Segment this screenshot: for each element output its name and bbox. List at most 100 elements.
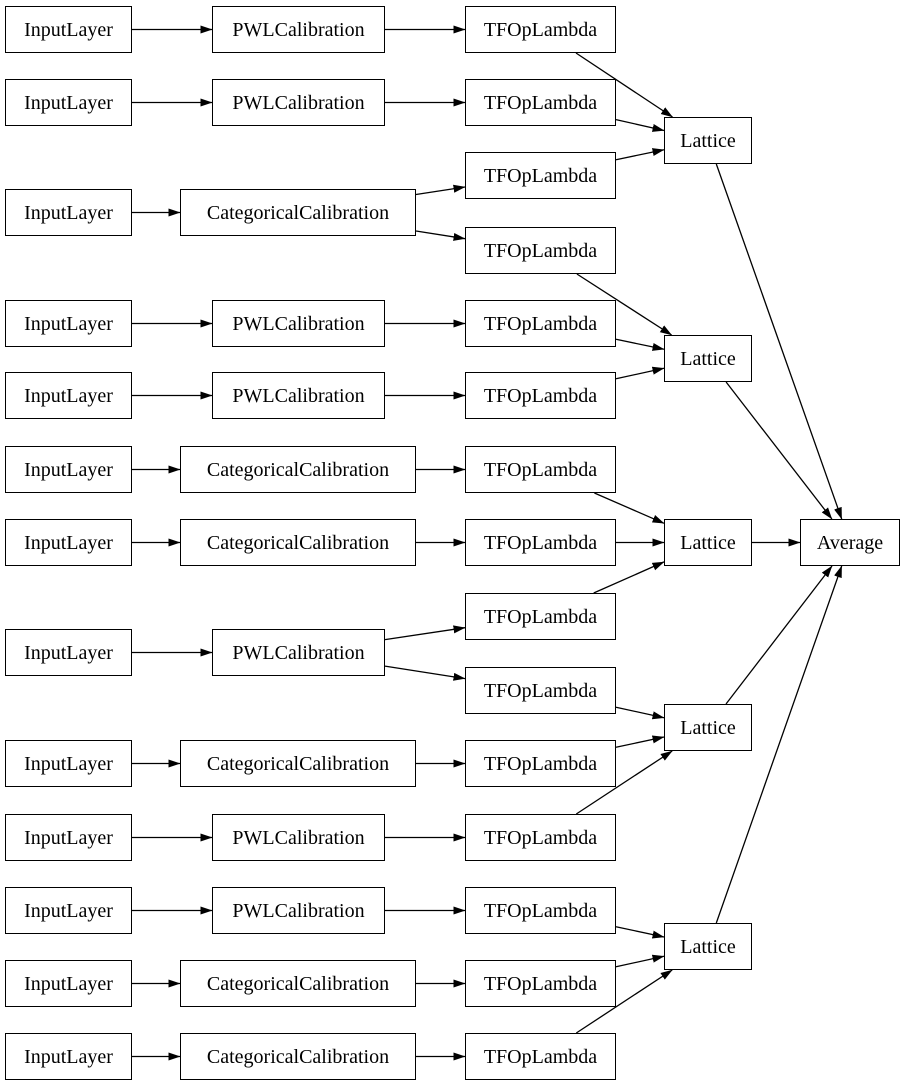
diagram-node-lat5: Lattice [664, 923, 752, 970]
diagram-node-tf9: TFOpLambda [465, 593, 616, 640]
edge-cc1-to-tf3 [415, 184, 466, 196]
node-label: TFOpLambda [483, 972, 598, 995]
edge-tf6-to-lat2 [615, 366, 665, 380]
node-label: InputLayer [24, 641, 113, 664]
node-label: PWLCalibration [232, 91, 365, 114]
node-label: InputLayer [24, 18, 113, 41]
edge-pwl5-to-tf9 [384, 625, 466, 641]
node-label: InputLayer [24, 752, 113, 775]
diagram-node-pwl2: PWLCalibration [212, 79, 385, 126]
node-label: CategoricalCalibration [206, 531, 390, 554]
diagram-node-tf1: TFOpLambda [465, 6, 616, 53]
edge-tf11-to-lat4 [615, 735, 665, 748]
diagram-node-il10: InputLayer [5, 814, 132, 861]
diagram-node-tf10: TFOpLambda [465, 667, 616, 714]
diagram-node-lat1: Lattice [664, 117, 752, 164]
node-label: InputLayer [24, 972, 113, 995]
node-label: TFOpLambda [483, 91, 598, 114]
edge-tf13-to-lat5 [615, 926, 665, 939]
diagram-node-il9: InputLayer [5, 740, 132, 787]
edge-pwl5-to-tf10 [384, 665, 466, 681]
diagram-node-tf4: TFOpLambda [465, 227, 616, 274]
node-label: TFOpLambda [483, 18, 598, 41]
node-label: InputLayer [24, 91, 113, 114]
diagram-node-cc3: CategoricalCalibration [180, 519, 416, 566]
node-label: TFOpLambda [483, 239, 598, 262]
diagram-node-pwl5: PWLCalibration [212, 629, 385, 676]
edge-cc1-to-tf4 [415, 230, 466, 241]
edge-tf5-to-lat2 [615, 338, 665, 351]
diagram-node-il2: InputLayer [5, 79, 132, 126]
edge-tf14-to-lat5 [615, 954, 665, 968]
node-label: PWLCalibration [232, 384, 365, 407]
node-label: Average [816, 531, 884, 554]
node-label: CategoricalCalibration [206, 972, 390, 995]
node-label: TFOpLambda [483, 679, 598, 702]
diagram-node-lat4: Lattice [664, 704, 752, 751]
diagram-node-cc2: CategoricalCalibration [180, 446, 416, 493]
node-label: Lattice [680, 129, 736, 152]
node-label: TFOpLambda [483, 605, 598, 628]
node-label: TFOpLambda [483, 312, 598, 335]
node-label: Lattice [680, 531, 736, 554]
diagram-node-tf6: TFOpLambda [465, 372, 616, 419]
diagram-node-tf2: TFOpLambda [465, 79, 616, 126]
diagram-node-il4: InputLayer [5, 300, 132, 347]
diagram-node-il11: InputLayer [5, 887, 132, 934]
diagram-node-il13: InputLayer [5, 1033, 132, 1080]
diagram-node-tf14: TFOpLambda [465, 960, 616, 1007]
diagram-node-pwl7: PWLCalibration [212, 887, 385, 934]
diagram-node-pwl4: PWLCalibration [212, 372, 385, 419]
diagram-node-il8: InputLayer [5, 629, 132, 676]
diagram-node-cc6: CategoricalCalibration [180, 1033, 416, 1080]
node-label: InputLayer [24, 1045, 113, 1068]
diagram-node-lat3: Lattice [664, 519, 752, 566]
diagram-node-tf5: TFOpLambda [465, 300, 616, 347]
diagram-node-cc1: CategoricalCalibration [180, 189, 416, 236]
node-label: InputLayer [24, 384, 113, 407]
node-label: CategoricalCalibration [206, 1045, 390, 1068]
node-label: PWLCalibration [232, 826, 365, 849]
node-label: CategoricalCalibration [206, 201, 390, 224]
diagram-node-tf11: TFOpLambda [465, 740, 616, 787]
node-label: TFOpLambda [483, 458, 598, 481]
diagram-node-tf7: TFOpLambda [465, 446, 616, 493]
diagram-node-il3: InputLayer [5, 189, 132, 236]
node-label: Lattice [680, 716, 736, 739]
diagram-node-tf3: TFOpLambda [465, 152, 616, 199]
edge-lat4-to-avg [725, 565, 833, 705]
node-label: TFOpLambda [483, 752, 598, 775]
diagram-node-il1: InputLayer [5, 6, 132, 53]
diagram-node-tf8: TFOpLambda [465, 519, 616, 566]
node-label: TFOpLambda [483, 899, 598, 922]
node-label: CategoricalCalibration [206, 752, 390, 775]
node-label: TFOpLambda [483, 164, 598, 187]
diagram-node-il12: InputLayer [5, 960, 132, 1007]
node-label: InputLayer [24, 531, 113, 554]
node-label: InputLayer [24, 458, 113, 481]
diagram-node-tf15: TFOpLambda [465, 1033, 616, 1080]
edge-tf9-to-lat3 [593, 561, 665, 594]
edge-tf3-to-lat1 [615, 148, 665, 161]
node-label: PWLCalibration [232, 18, 365, 41]
diagram-node-lat2: Lattice [664, 335, 752, 382]
node-label: PWLCalibration [232, 641, 365, 664]
edge-tf10-to-lat4 [615, 706, 665, 720]
diagram-node-il5: InputLayer [5, 372, 132, 419]
node-label: CategoricalCalibration [206, 458, 390, 481]
node-label: TFOpLambda [483, 384, 598, 407]
diagram-node-il6: InputLayer [5, 446, 132, 493]
edge-tf2-to-lat1 [615, 118, 665, 132]
diagram-node-pwl1: PWLCalibration [212, 6, 385, 53]
diagram-node-pwl6: PWLCalibration [212, 814, 385, 861]
edge-lat2-to-avg [725, 381, 833, 520]
diagram-node-avg: Average [800, 519, 900, 566]
diagram-node-tf12: TFOpLambda [465, 814, 616, 861]
node-label: Lattice [680, 347, 736, 370]
diagram-node-pwl3: PWLCalibration [212, 300, 385, 347]
node-label: PWLCalibration [232, 899, 365, 922]
node-label: TFOpLambda [483, 1045, 598, 1068]
diagram-node-tf13: TFOpLambda [465, 887, 616, 934]
